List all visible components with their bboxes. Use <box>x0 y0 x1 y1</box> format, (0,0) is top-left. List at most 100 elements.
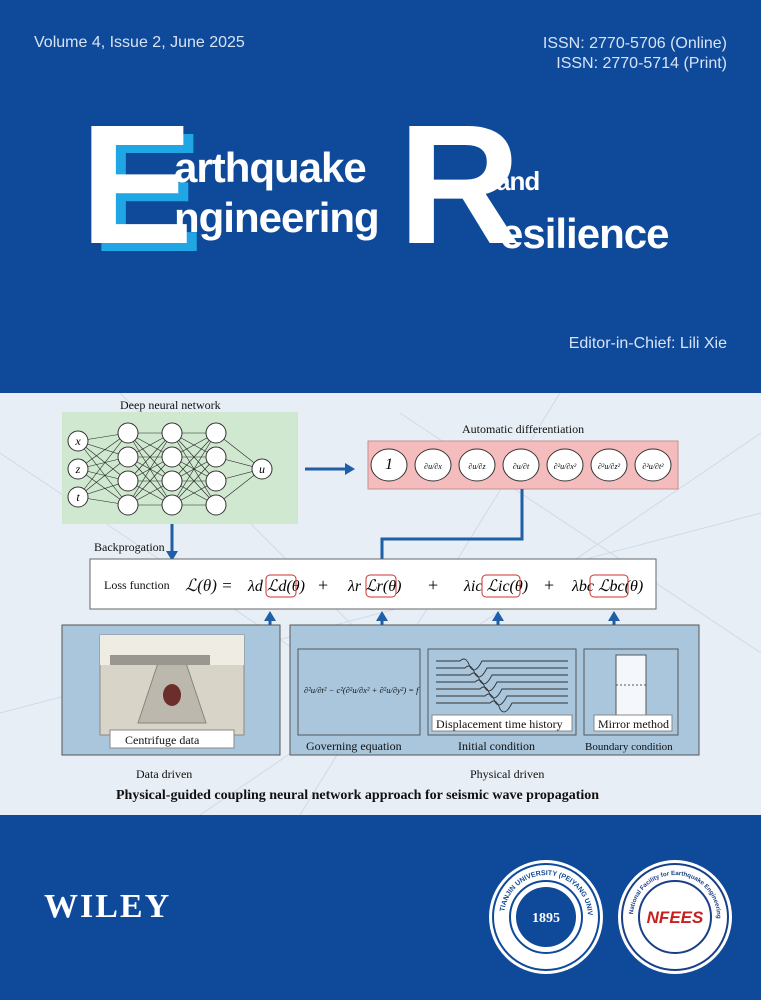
backprop-arrowhead <box>166 551 178 561</box>
loss-term: λr ℒr(θ) <box>347 578 401 595</box>
diagram-svg: Deep neural network xzt u Automatic diffe… <box>0 393 761 815</box>
displacement-curve <box>436 672 568 685</box>
displacement-curve <box>436 679 568 692</box>
hidden-node <box>117 494 139 516</box>
derivative-term-label: ∂²u/∂t² <box>642 462 664 471</box>
title-word-esilience: esilience <box>500 210 669 257</box>
title-word-and: and <box>496 166 540 196</box>
issn-block: ISSN: 2770-5706 (Online) ISSN: 2770-5714… <box>543 34 727 74</box>
loss-lhs: ℒ(θ) = <box>185 576 233 595</box>
arrow-autodiff-loss <box>380 489 524 561</box>
input-node <box>67 430 89 452</box>
journal-title: E arthquake ngineering R and esilience <box>70 100 710 290</box>
displacement-label: Displacement time history <box>436 717 563 731</box>
tianjin-university-seal: 1895 TIANJIN UNIVERSITY (PEIYANG UNIVERS… <box>487 858 605 976</box>
derivative-term-label: ∂²u/∂x² <box>554 462 577 471</box>
loss-terms: λd ℒd(θ)λr ℒr(θ)λic ℒic(θ)λbc ℒbc(θ)+++ <box>247 574 643 598</box>
centrifuge-label: Centrifuge data <box>125 733 200 747</box>
diagram-caption: Physical-guided coupling neural network … <box>116 788 599 803</box>
seal1-year: 1895 <box>532 911 560 926</box>
issn-online: ISSN: 2770-5706 (Online) <box>542 35 727 52</box>
hidden-node <box>117 422 139 444</box>
derivative-term-label: ∂²u/∂z² <box>598 462 621 471</box>
hidden-node <box>161 422 183 444</box>
loss-term-highlight <box>265 574 297 598</box>
hidden-node <box>117 446 139 468</box>
input-node-label: t <box>76 490 80 504</box>
output-node <box>251 458 273 480</box>
displacement-curves <box>436 658 568 713</box>
input-node-label: x <box>74 434 81 448</box>
displacement-curve <box>436 700 568 713</box>
autodiff-terms: 1∂u/∂x∂u/∂z∂u/∂t∂²u/∂x²∂²u/∂z²∂²u/∂t² <box>370 448 672 482</box>
loss-term-highlight <box>481 574 521 598</box>
hidden-node <box>117 470 139 492</box>
derivative-term <box>458 448 496 482</box>
mirror-label-box <box>593 714 673 732</box>
displacement-curve <box>436 665 568 678</box>
derivative-term <box>414 448 452 482</box>
backprop-label: Backprogation <box>94 540 165 554</box>
dnn-label: Deep neural network <box>120 398 221 412</box>
physical-driven-label: Physical driven <box>470 767 544 781</box>
hidden-node <box>205 446 227 468</box>
governing-box <box>297 648 421 736</box>
arrowhead-dnn-autodiff <box>345 463 355 475</box>
seal2-graphic: NFEES National Facility for Earthquake E… <box>616 858 732 974</box>
input-node <box>67 486 89 508</box>
derivative-term <box>546 448 584 482</box>
derivative-term <box>502 448 540 482</box>
publisher-logo: WILEY <box>44 888 172 925</box>
centrifuge-label-box <box>109 729 235 749</box>
displacement-label-box <box>431 714 573 732</box>
derivative-term <box>370 448 408 482</box>
title-word-arthquake: arthquake <box>174 144 367 191</box>
derivative-term-label: ∂u/∂z <box>468 462 486 471</box>
hidden-node <box>161 446 183 468</box>
nfees-seal: NFEES National Facility for Earthquake E… <box>616 858 734 976</box>
data-driven-label: Data driven <box>136 767 192 781</box>
hidden-node <box>161 494 183 516</box>
plus-sign: + <box>544 575 554 595</box>
loss-label: Loss function <box>104 578 170 592</box>
dnn-graph: xzt u <box>67 422 273 516</box>
seal1-graphic: 1895 TIANJIN UNIVERSITY (PEIYANG UNIVERS… <box>487 858 603 974</box>
loss-term-highlight <box>365 574 397 598</box>
displacement-curve <box>436 693 568 706</box>
plus-sign: + <box>318 575 328 595</box>
hidden-node <box>205 494 227 516</box>
derivative-term-label: ∂u/∂x <box>424 462 442 471</box>
derivative-term-label: 1 <box>385 456 393 473</box>
hidden-node <box>161 470 183 492</box>
centrifuge-arm <box>110 655 210 665</box>
mirror-label: Mirror method <box>598 717 669 731</box>
loss-term: λd ℒd(θ) <box>247 578 305 595</box>
output-node-label: u <box>259 462 265 476</box>
governing-equation: ∂²u/∂t² − c²(∂²u/∂x² + ∂²u/∂y²) = f <box>304 685 420 695</box>
issn-print: ISSN: 2770-5714 (Print) <box>556 55 727 72</box>
loss-term-highlight <box>589 574 629 598</box>
title-letter-e: E <box>80 90 194 280</box>
loss-box <box>89 558 657 610</box>
governing-label: Governing equation <box>306 739 402 753</box>
derivative-term <box>590 448 628 482</box>
input-node-label: z <box>75 462 81 476</box>
seal2-logo: NFEES <box>647 908 704 927</box>
centrifuge-hole <box>163 684 181 706</box>
initial-label: Initial condition <box>458 739 535 753</box>
hidden-node <box>205 470 227 492</box>
loss-term: λic ℒic(θ) <box>463 578 528 595</box>
title-word-ngineering: ngineering <box>174 194 380 241</box>
editor-in-chief: Editor-in-Chief: Lili Xie <box>568 335 727 352</box>
displacement-curve <box>436 686 568 699</box>
title-letter-r: R <box>398 90 521 280</box>
issue-info: Volume 4, Issue 2, June 2025 <box>34 34 245 51</box>
input-node <box>67 458 89 480</box>
loss-term: λbc ℒbc(θ) <box>571 578 643 595</box>
hidden-node <box>205 422 227 444</box>
autodiff-label: Automatic differentiation <box>462 422 584 436</box>
boundary-label: Boundary condition <box>585 741 673 753</box>
derivative-term <box>634 448 672 482</box>
